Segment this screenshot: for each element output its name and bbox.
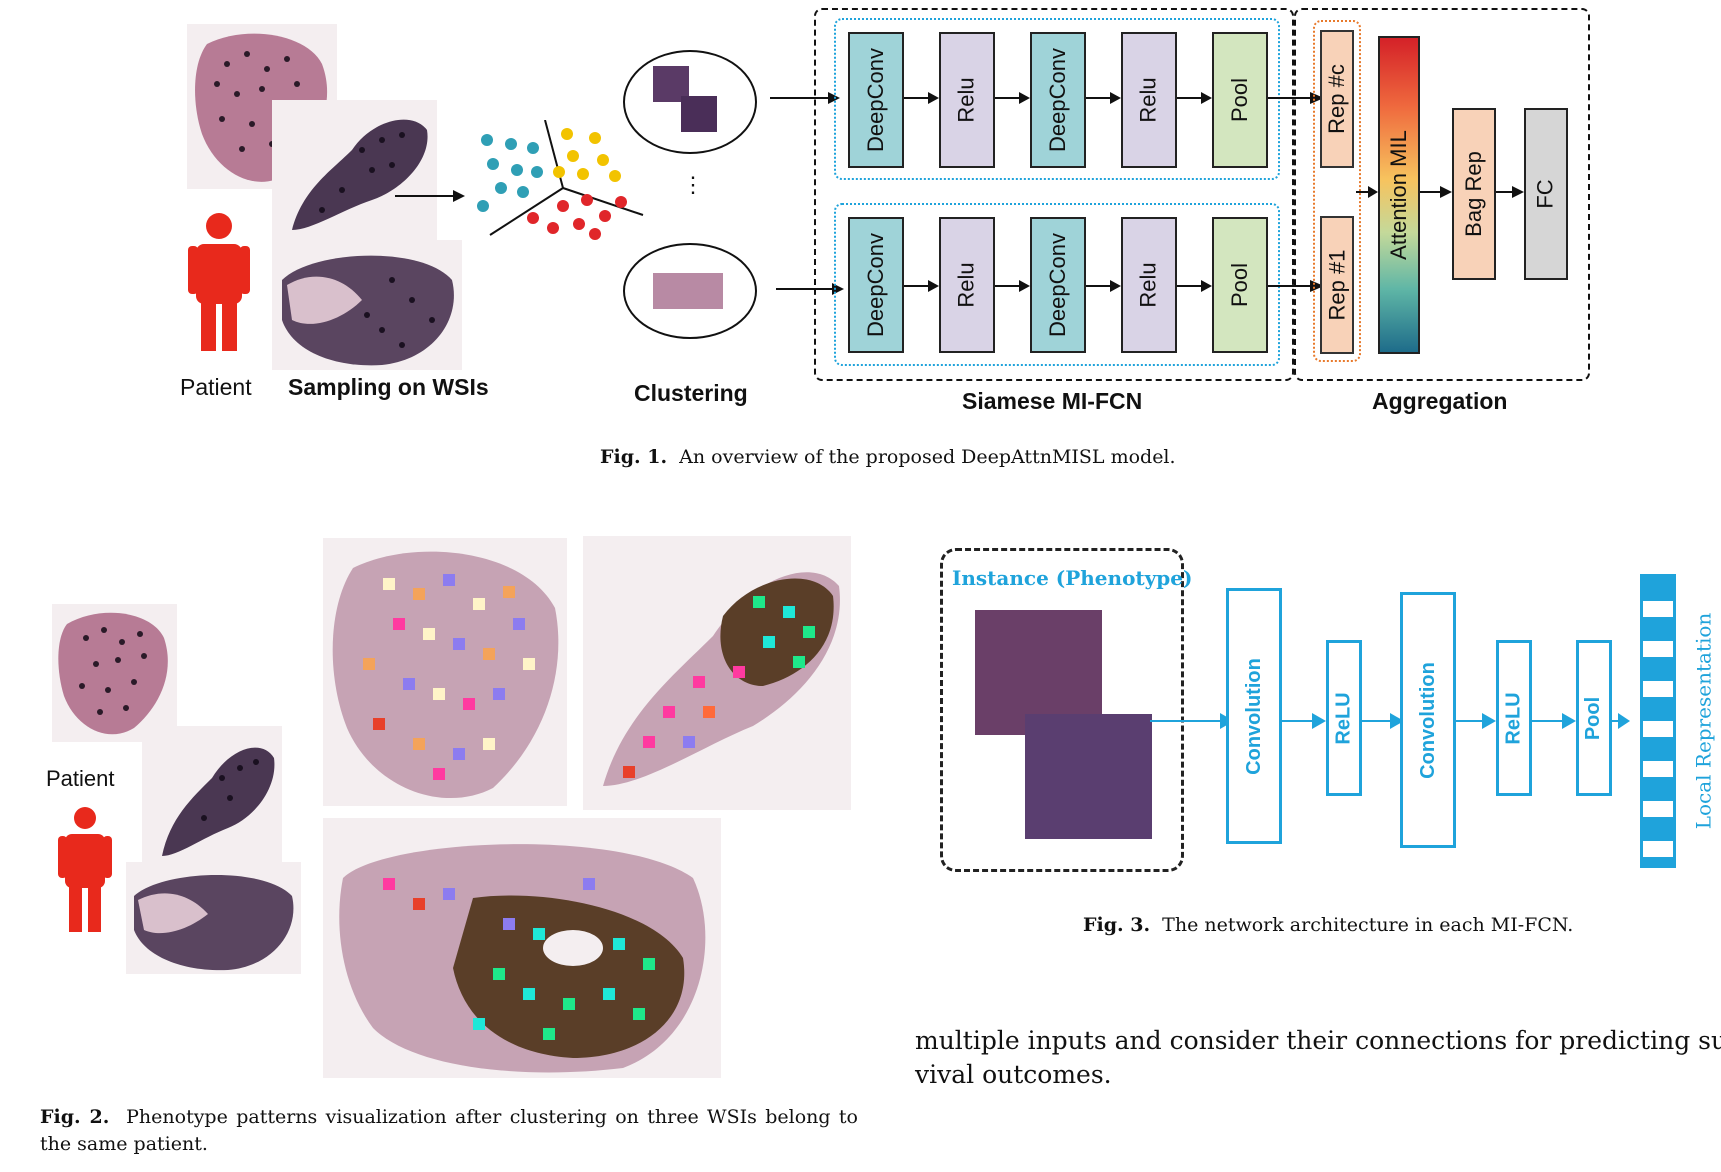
fig3-convolution-2: Convolution — [1400, 592, 1456, 848]
wsi-thumbnail-2 — [272, 100, 437, 240]
fc-layer: FC — [1524, 108, 1568, 280]
rep-1: Rep #1 — [1320, 216, 1354, 354]
wsi-thumbnail-3 — [272, 240, 462, 370]
fig2-wsi-thumb-2 — [142, 726, 282, 866]
body-text-line-2: vival outcomes. — [915, 1060, 1112, 1089]
cluster-ellipse-top — [623, 50, 757, 154]
fig3-caption-label: Fig. 3. — [1083, 914, 1151, 936]
instance-patch-2 — [1025, 714, 1152, 839]
fig1-siamese-label: Siamese MI-FCN — [962, 388, 1143, 414]
top-deepconv-1: DeepConv — [848, 32, 904, 168]
clustered-wsi-1 — [323, 538, 567, 806]
siamese-container — [814, 8, 1294, 381]
top-deepconv-2: DeepConv — [1030, 32, 1086, 168]
fig1-aggregation-label: Aggregation — [1372, 388, 1508, 414]
bottom-deepconv-2: DeepConv — [1030, 217, 1086, 353]
fig2-wsi-thumb-1 — [52, 604, 177, 742]
clustered-wsi-2 — [583, 536, 851, 810]
instance-label: Instance (Phenotype) — [952, 566, 1193, 590]
instance-frame — [940, 548, 1184, 872]
attention-to-bag-arrow — [1420, 186, 1452, 198]
cluster-ellipsis: ⋮ — [682, 172, 704, 197]
bag-rep: Bag Rep — [1452, 108, 1496, 280]
top-relu-2: Relu — [1121, 32, 1177, 168]
top-branch-arrows — [904, 92, 1324, 104]
patch-image — [681, 96, 717, 132]
cluster-scatter — [477, 120, 644, 240]
bag-to-fc-arrow — [1496, 186, 1524, 198]
attention-mil: Attention MIL — [1378, 36, 1420, 354]
top-relu-1: Relu — [939, 32, 995, 168]
fig2-wsi-thumb-3 — [126, 862, 301, 974]
body-text-line-1: multiple inputs and consider their conne… — [915, 1026, 1721, 1055]
rep-to-attention-arrows — [1356, 186, 1378, 198]
cluster-ellipse-bottom — [623, 243, 757, 339]
body-paragraph: multiple inputs and consider their conne… — [915, 1024, 1721, 1092]
fig1-sampling-label: Sampling on WSIs — [288, 374, 489, 400]
local-representation-label: Local Representation — [1691, 612, 1715, 830]
bottom-pool: Pool — [1212, 217, 1268, 353]
fig2-patient-label: Patient — [46, 766, 115, 791]
fig1-caption-text: An overview of the proposed DeepAttnMISL… — [679, 446, 1176, 468]
top-pool: Pool — [1212, 32, 1268, 168]
patch-image — [653, 273, 723, 309]
arrow-sampling-to-clustering — [395, 190, 465, 202]
fig1-caption-label: Fig. 1. — [600, 446, 668, 468]
fig3-relu-2: ReLU — [1496, 640, 1532, 796]
fig2-patient-icon — [58, 806, 112, 932]
fig2-caption-label: Fig. 2. — [40, 1106, 110, 1128]
fig3-convolution-1: Convolution — [1226, 588, 1282, 844]
fig2-caption: Fig. 2. Phenotype patterns visualization… — [40, 1104, 858, 1158]
bottom-deepconv-1: DeepConv — [848, 217, 904, 353]
fig3-caption: Fig. 3. The network architecture in each… — [1083, 914, 1573, 936]
clustered-wsi-3 — [323, 818, 721, 1078]
fig3-pool: Pool — [1576, 640, 1612, 796]
fig2-caption-text: Phenotype patterns visualization after c… — [40, 1106, 858, 1155]
aggregation-container — [1294, 8, 1590, 381]
fig1-patient-label: Patient — [180, 374, 252, 400]
bottom-branch-arrows — [904, 280, 1324, 292]
fig3-relu-1: ReLU — [1326, 640, 1362, 796]
fig1-clustering-label: Clustering — [634, 380, 748, 406]
branch-bottom-frame — [834, 203, 1280, 366]
bottom-relu-2: Relu — [1121, 217, 1177, 353]
fig1-caption: Fig. 1. An overview of the proposed Deep… — [600, 446, 1176, 468]
local-representation-bar — [1640, 574, 1676, 868]
fig3-arrows — [1150, 713, 1630, 729]
rep-c: Rep #c — [1320, 30, 1354, 168]
patient-icon — [188, 212, 250, 352]
fig3-caption-text: The network architecture in each MI-FCN. — [1162, 914, 1574, 936]
bottom-relu-1: Relu — [939, 217, 995, 353]
